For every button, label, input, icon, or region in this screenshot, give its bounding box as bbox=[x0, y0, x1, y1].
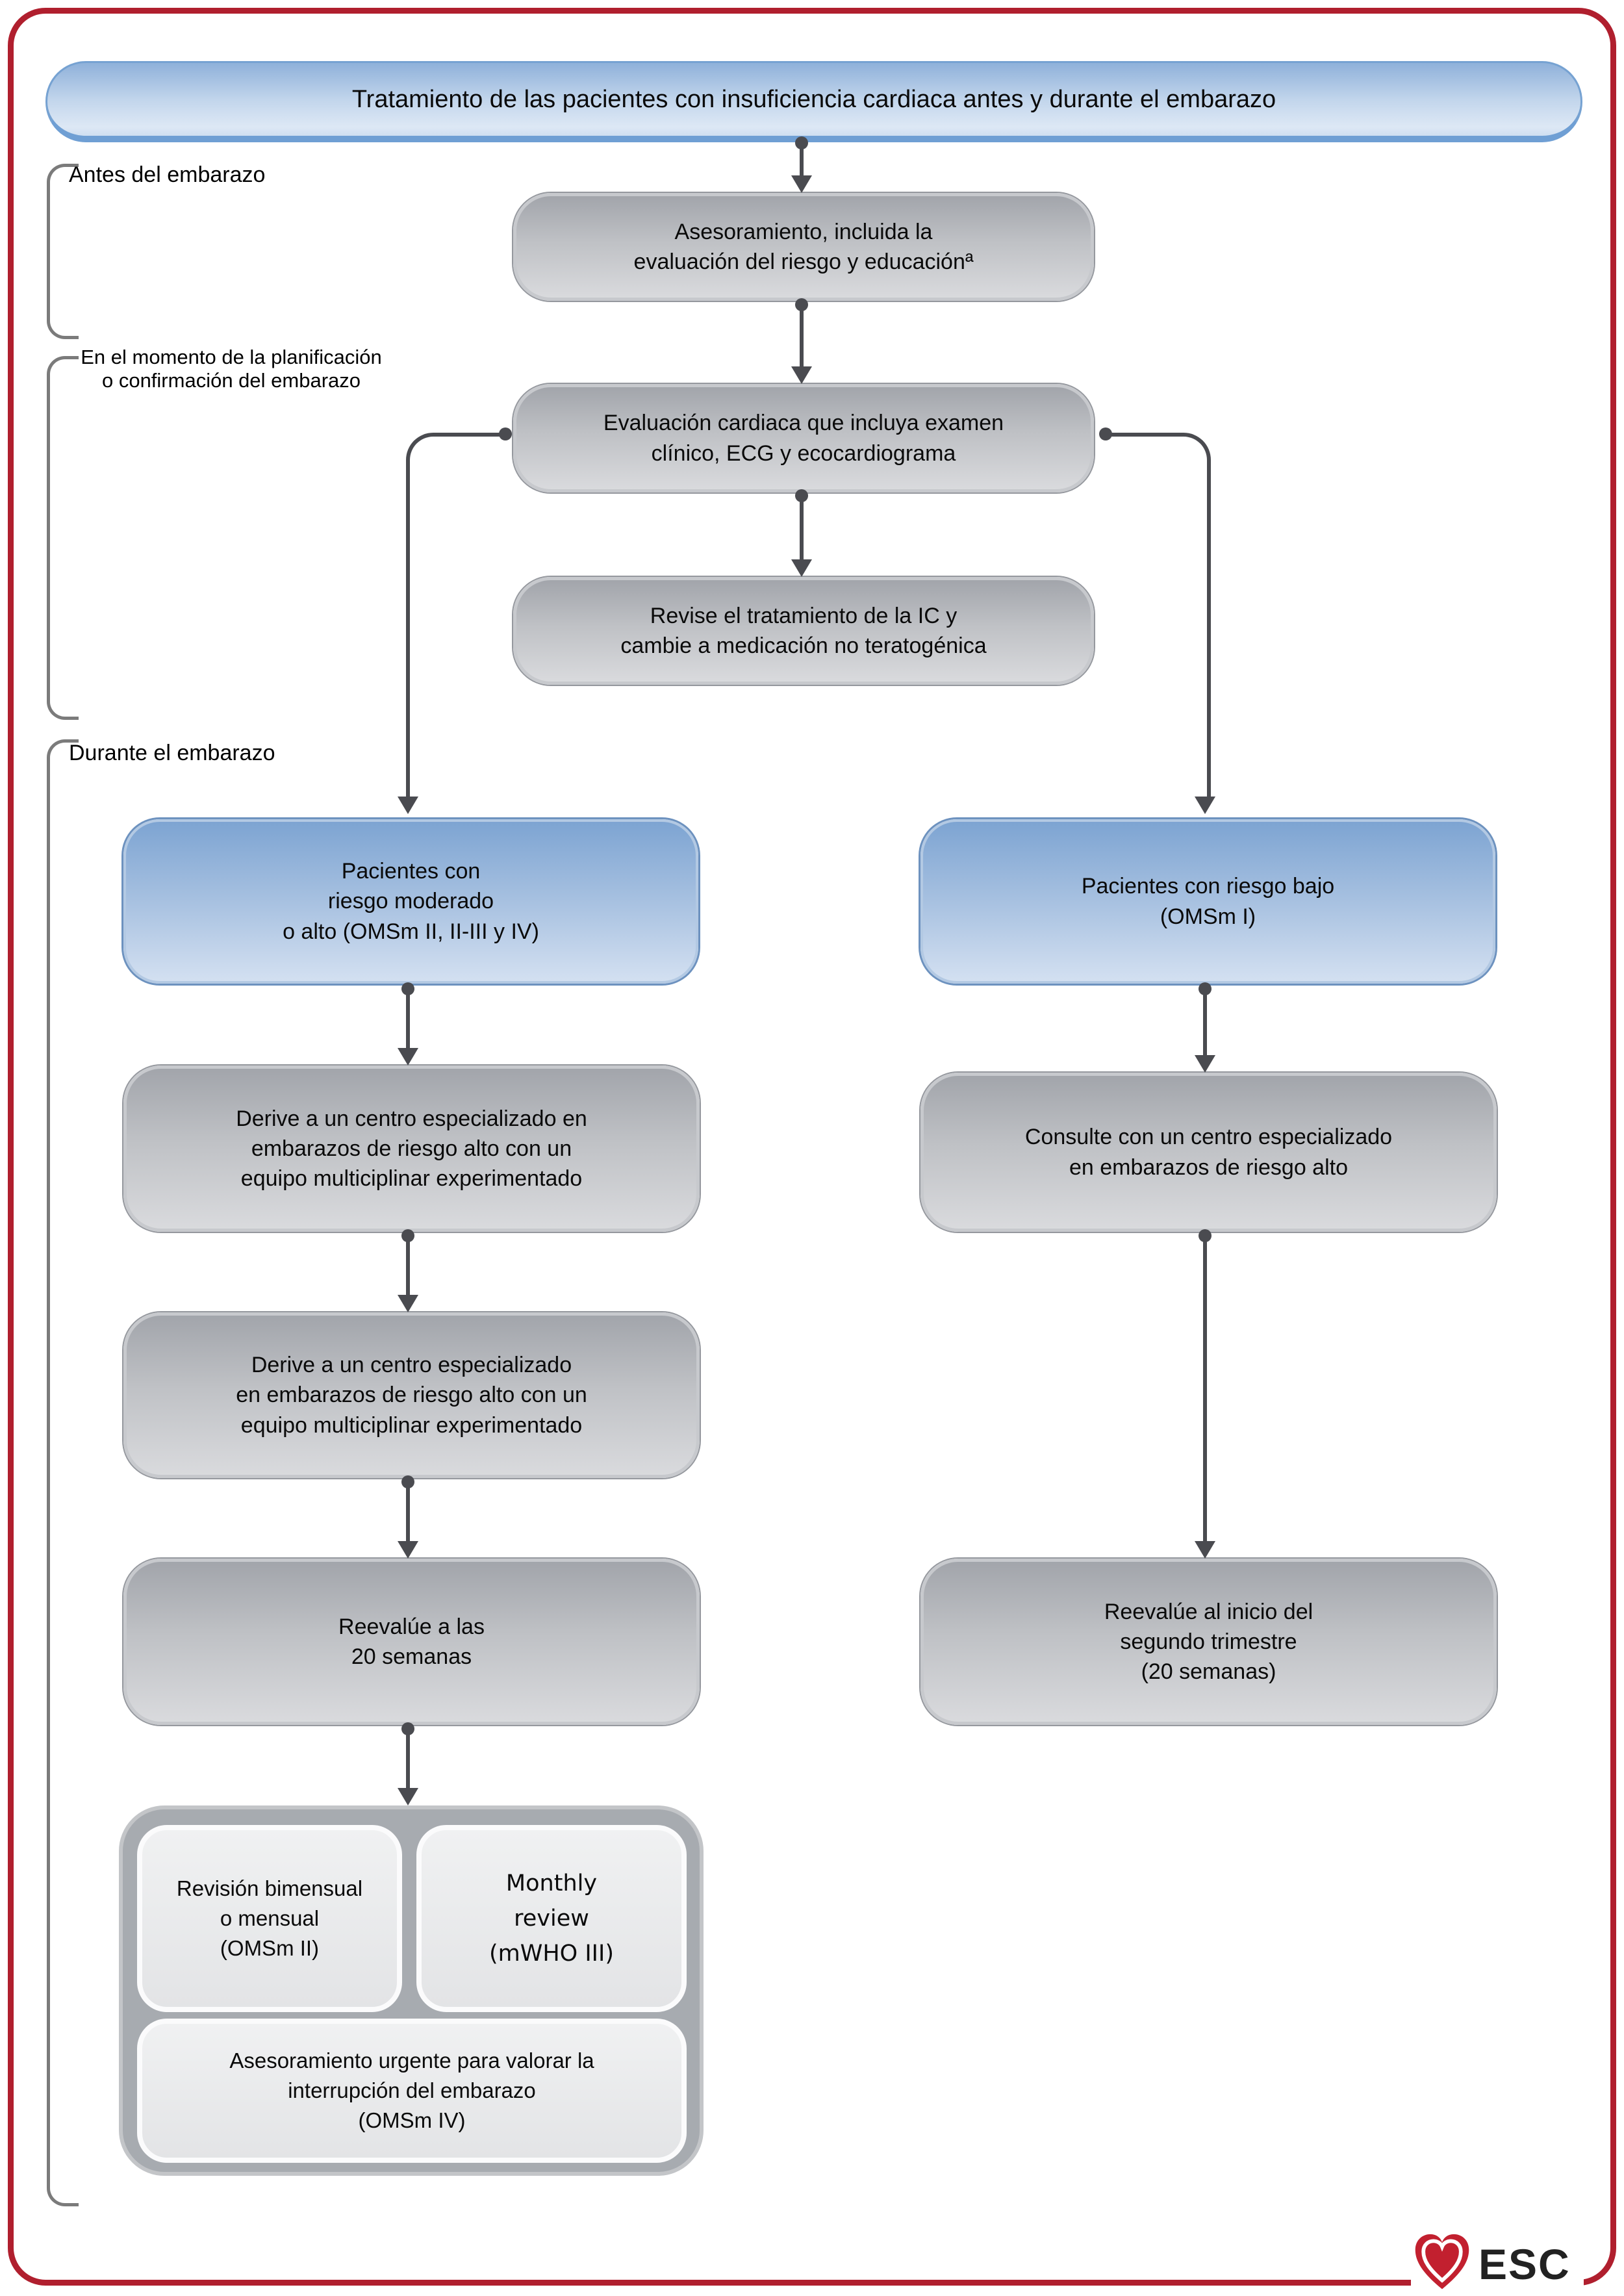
arrowhead-icon bbox=[398, 1048, 418, 1065]
arrow-line bbox=[406, 1734, 410, 1788]
arrow-lowrisk-to-consult bbox=[1195, 982, 1215, 1073]
arrow-line bbox=[800, 310, 804, 366]
arrow-reassess-to-panel bbox=[398, 1722, 418, 1805]
arrow-cardiac-to-review bbox=[791, 489, 812, 577]
arrow-refer2-to-reassess bbox=[398, 1475, 418, 1559]
box-moderate-high-risk: Pacientes con riesgo moderado o alto (OM… bbox=[123, 819, 698, 984]
arrow-dot bbox=[401, 1229, 414, 1242]
arrow-dot bbox=[401, 1475, 414, 1488]
arrow-dot bbox=[1199, 1229, 1212, 1242]
bracket-before-pregnancy bbox=[47, 164, 79, 339]
arrow-dot bbox=[795, 489, 808, 502]
box-reassess-20-weeks: Reevalúe a las 20 semanas bbox=[123, 1559, 700, 1725]
arrow-line bbox=[1203, 994, 1207, 1055]
phase-label-before-pregnancy: Antes del embarazo bbox=[69, 162, 266, 187]
arrow-counseling-to-cardiac bbox=[791, 298, 812, 384]
phase-label-planning: En el momento de la planificación o conf… bbox=[81, 346, 382, 392]
box-review-treatment: Revise el tratamiento de la IC y cambie … bbox=[513, 577, 1094, 685]
box-bimonthly-review: Revisión bimensual o mensual (OMSm II) bbox=[137, 1825, 402, 2012]
heart-icon bbox=[1415, 2234, 1469, 2289]
box-low-risk: Pacientes con riesgo bajo (OMSm I) bbox=[920, 819, 1495, 984]
arrow-line bbox=[406, 1487, 410, 1541]
arrowhead-icon bbox=[398, 1788, 418, 1805]
arrow-title-to-counseling bbox=[791, 136, 812, 193]
arrow-line bbox=[406, 994, 410, 1048]
arrow-line bbox=[1203, 1241, 1207, 1541]
arrow-line bbox=[800, 148, 804, 175]
esc-logo: ESC bbox=[1411, 2225, 1584, 2296]
esc-logo-text: ESC bbox=[1478, 2239, 1571, 2288]
arrow-dot bbox=[1199, 982, 1212, 995]
box-refer-specialized-center-2: Derive a un centro especializado en emba… bbox=[123, 1312, 700, 1478]
box-monthly-review: Monthly review (mWHO III) bbox=[416, 1825, 687, 2012]
arrowhead-icon bbox=[791, 366, 812, 384]
arrowhead-icon bbox=[1195, 1541, 1215, 1559]
bracket-during-pregnancy bbox=[47, 739, 79, 2206]
arrow-refer1-to-refer2 bbox=[398, 1229, 418, 1312]
arrow-consult-to-reassess bbox=[1195, 1229, 1215, 1559]
arrow-dot bbox=[1099, 427, 1112, 440]
figure-title: Tratamiento de las pacientes con insufic… bbox=[45, 61, 1582, 142]
arrow-moderate-to-refer1 bbox=[398, 982, 418, 1065]
arrow-line bbox=[406, 1241, 410, 1295]
box-refer-specialized-center-1: Derive a un centro especializado en emba… bbox=[123, 1065, 700, 1232]
arrow-dot bbox=[401, 982, 414, 995]
arrow-dot bbox=[401, 1722, 414, 1735]
arrow-dot bbox=[795, 136, 808, 149]
box-counseling: Asesoramiento, incluida la evaluación de… bbox=[513, 193, 1094, 301]
arrowhead-icon bbox=[1195, 797, 1215, 814]
box-cardiac-evaluation: Evaluación cardiaca que incluya examen c… bbox=[513, 384, 1094, 492]
box-consult-specialized-center: Consulte con un centro especializado en … bbox=[920, 1073, 1497, 1232]
arrow-dot bbox=[499, 427, 512, 440]
phase-label-during-pregnancy: Durante el embarazo bbox=[69, 741, 275, 765]
box-urgent-counseling: Asesoramiento urgente para valorar la in… bbox=[137, 2019, 687, 2163]
arrowhead-icon bbox=[791, 175, 812, 193]
box-reassess-second-trimester: Reevalúe al inicio del segundo trimestre… bbox=[920, 1559, 1497, 1725]
connector-cardiac-to-moderate bbox=[406, 433, 510, 800]
figure-red-border bbox=[8, 8, 1616, 2286]
follow-up-panel: Revisión bimensual o mensual (OMSm II) M… bbox=[119, 1805, 704, 2176]
arrow-dot bbox=[795, 298, 808, 311]
arrowhead-icon bbox=[398, 797, 418, 814]
arrowhead-icon bbox=[398, 1541, 418, 1559]
connector-cardiac-to-lowrisk bbox=[1105, 433, 1211, 800]
bracket-planning bbox=[47, 356, 79, 720]
arrow-line bbox=[800, 501, 804, 559]
arrowhead-icon bbox=[1195, 1055, 1215, 1073]
arrowhead-icon bbox=[398, 1295, 418, 1312]
arrowhead-icon bbox=[791, 559, 812, 577]
